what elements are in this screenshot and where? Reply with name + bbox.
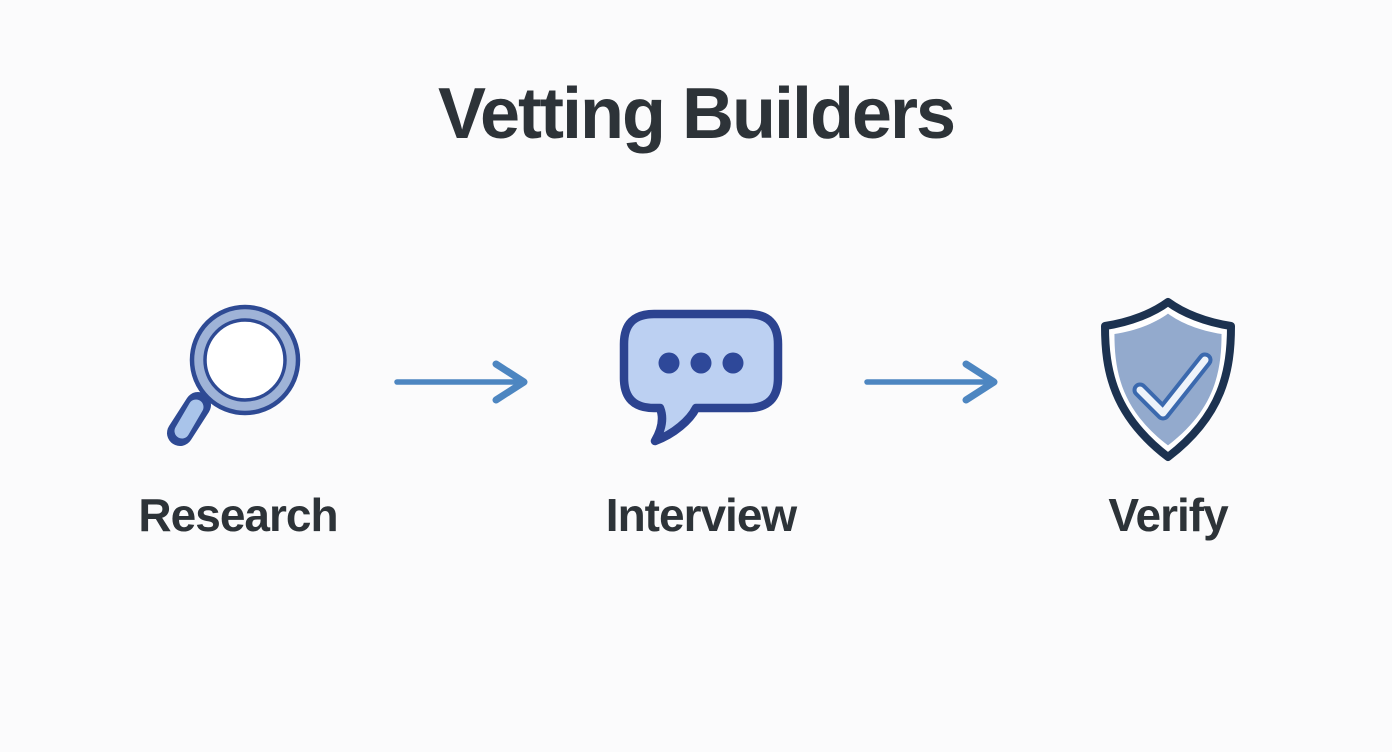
search-icon [158,290,328,465]
step-label-verify: Verify [1108,489,1228,541]
step-label-research: Research [138,489,338,541]
arrow-right-icon [862,358,1014,406]
arrow-right-icon [392,358,544,406]
shield-check-icon [1096,297,1240,462]
step-label-interview: Interview [605,489,797,541]
chat-bubble-icon [616,306,788,448]
page-title: Vetting Builders [437,74,956,154]
